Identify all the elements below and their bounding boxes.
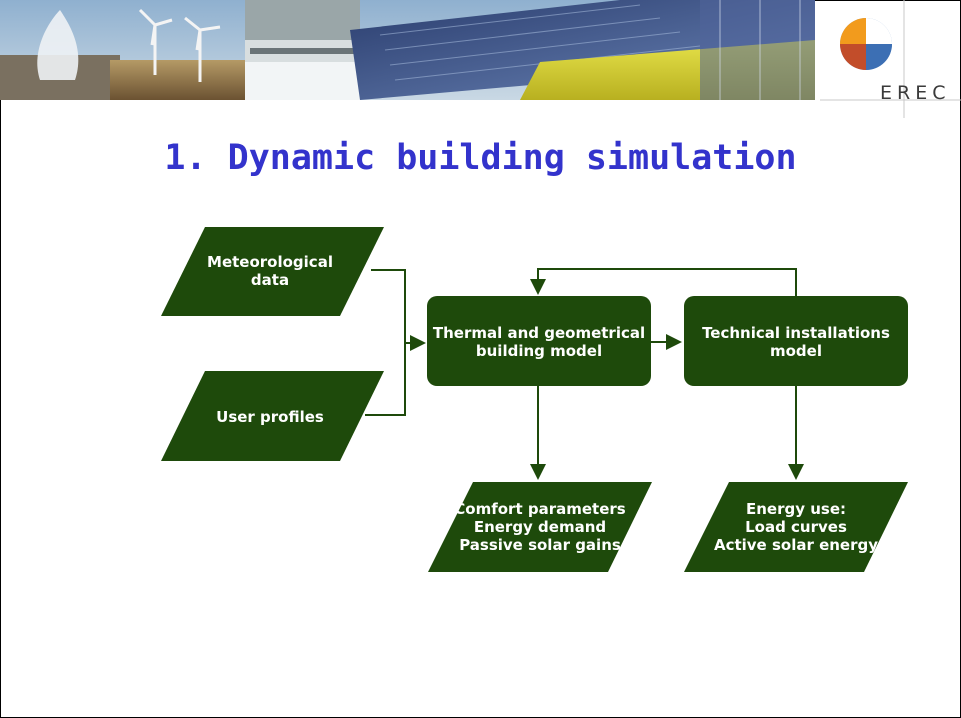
edge-meteo-to-thermal	[371, 269, 426, 351]
node-user-profiles-label: User profiles	[216, 408, 324, 426]
node-technical-installations-model	[684, 296, 908, 386]
slide-title: 1. Dynamic building simulation	[164, 138, 797, 178]
node-thermal-building-model-label: Thermal and geometrical building model	[432, 324, 646, 360]
node-meteorological-data-label: Meteorological data	[207, 253, 333, 289]
node-user-profiles	[161, 371, 384, 461]
node-energy-use-label: Energy use: Load curves Active solar ene…	[713, 500, 879, 554]
node-meteorological-data	[161, 227, 384, 316]
node-comfort-parameters	[428, 482, 652, 572]
erec-logo-text: EREC	[880, 82, 951, 104]
node-technical-installations-model-label: Technical installations model	[702, 324, 890, 360]
edge-technical-to-thermal	[530, 268, 797, 296]
edge-user-to-thermal	[365, 343, 406, 416]
banner-image	[0, 0, 815, 100]
erec-logo	[820, 0, 961, 118]
node-comfort-parameters-label: Comfort parameters Energy demand Passive…	[454, 500, 626, 554]
node-energy-use	[684, 482, 908, 572]
node-thermal-building-model	[427, 296, 651, 386]
